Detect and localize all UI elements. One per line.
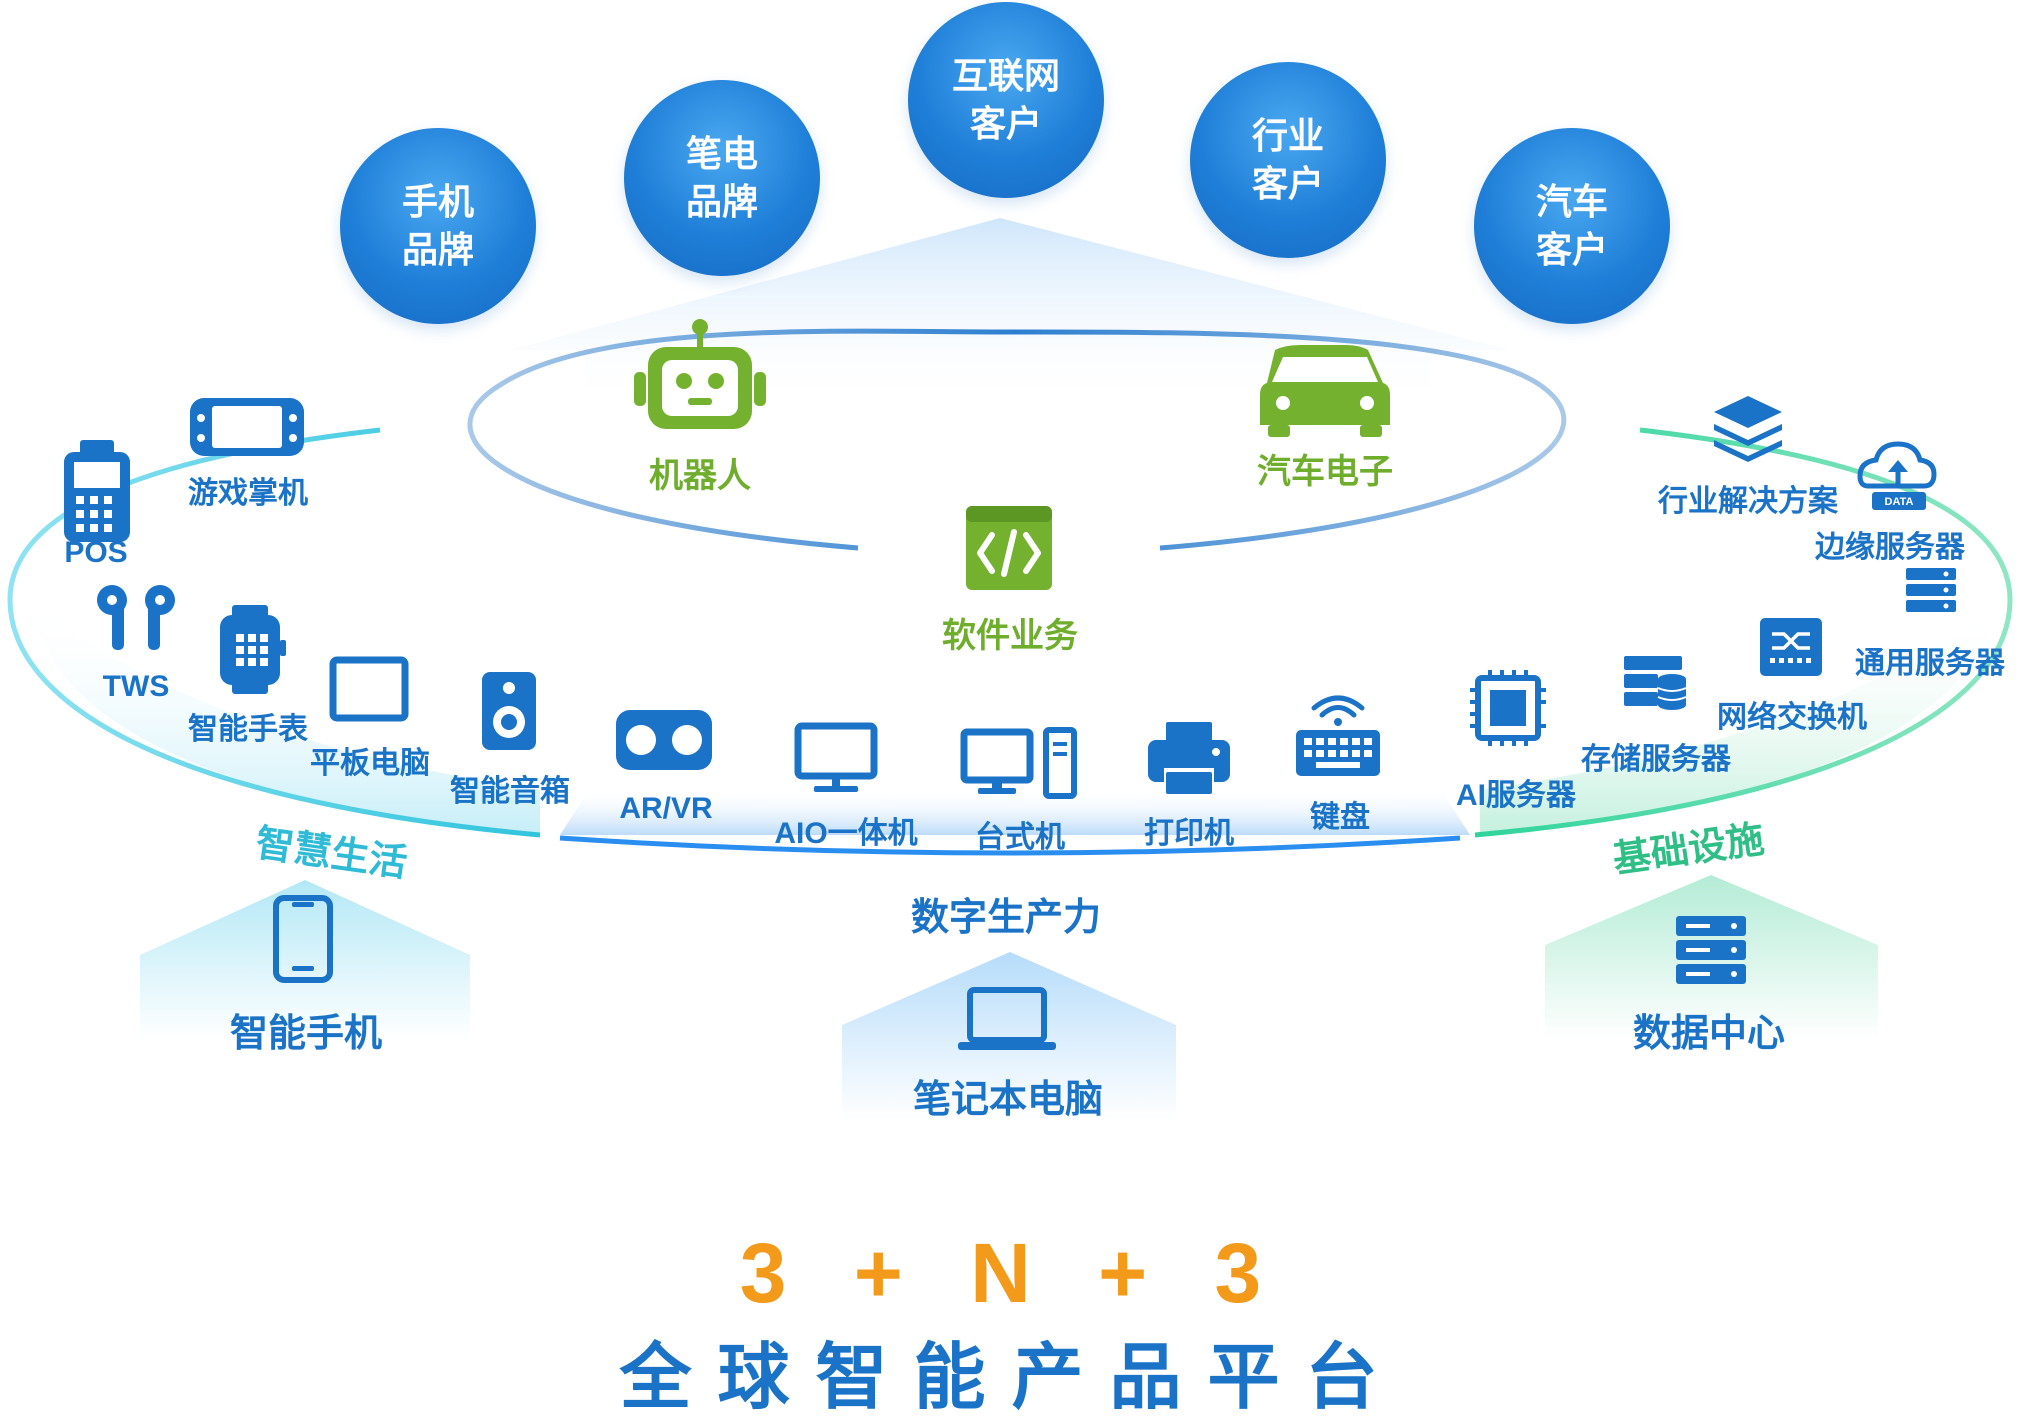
smart-watch-icon bbox=[220, 605, 286, 694]
customer-label: 行业 客户 bbox=[1251, 115, 1324, 204]
ai-chip-icon bbox=[1470, 670, 1546, 746]
customer-circle-laptop-brands: 笔电 品牌 bbox=[624, 80, 820, 276]
earbuds-icon bbox=[97, 585, 175, 650]
desktop-label: 台式机 bbox=[975, 821, 1065, 854]
robot-label: 机器人 bbox=[649, 457, 751, 495]
house-smart-life bbox=[140, 880, 470, 1040]
edge-server-label: 边缘服务器 bbox=[1815, 531, 1965, 564]
server-rack-icon bbox=[1906, 568, 1956, 612]
productivity-title: 数字生产力 bbox=[910, 897, 1102, 939]
tws-label: TWS bbox=[102, 670, 170, 703]
game-console-icon bbox=[190, 398, 304, 456]
general-server-label: 通用服务器 bbox=[1855, 647, 2005, 680]
printer-label: 打印机 bbox=[1144, 817, 1234, 850]
formula-title: 3 + N + 3 bbox=[739, 1226, 1284, 1320]
solutions-label: 行业解决方案 bbox=[1658, 485, 1838, 518]
customer-label: 手机 品牌 bbox=[401, 181, 474, 270]
cloud-data-icon bbox=[1857, 441, 1937, 510]
customer-circle-internet: 互联网 客户 bbox=[908, 2, 1104, 198]
customer-circle-industry: 行业 客户 bbox=[1190, 62, 1386, 258]
laptop-label: 笔记本电脑 bbox=[912, 1079, 1104, 1121]
pos-terminal-icon bbox=[64, 440, 130, 542]
datacenter-label: 数据中心 bbox=[1632, 1013, 1786, 1055]
customer-label: 笔电 品牌 bbox=[685, 133, 758, 222]
customer-label: 汽车 客户 bbox=[1535, 181, 1608, 270]
tablet-label: 平板电脑 bbox=[310, 747, 430, 780]
game-console-label: 游戏掌机 bbox=[188, 477, 308, 510]
platform-title: 全球智能产品平台 bbox=[619, 1338, 1404, 1418]
desktop-computer-icon bbox=[960, 727, 1077, 799]
aio-label: AIO一体机 bbox=[774, 817, 918, 850]
customer-label: 互联网 客户 bbox=[951, 55, 1060, 144]
storage-server-label: 存储服务器 bbox=[1581, 743, 1731, 776]
network-switch-label: 网络交换机 bbox=[1717, 701, 1867, 734]
smart-watch-label: 智能手表 bbox=[188, 713, 308, 746]
storage-server-icon bbox=[1624, 656, 1687, 710]
auto-electronics-label: 汽车电子 bbox=[1257, 453, 1393, 491]
car-icon bbox=[1260, 345, 1390, 437]
vr-headset-icon bbox=[616, 710, 712, 770]
pos-label: POS bbox=[64, 536, 128, 569]
smartphone-label: 智能手机 bbox=[229, 1013, 383, 1055]
software-label: 软件业务 bbox=[942, 617, 1078, 655]
laptop-icon bbox=[958, 987, 1056, 1050]
tablet-icon bbox=[329, 656, 409, 722]
keyboard-icon bbox=[1296, 695, 1380, 776]
smart-life-band bbox=[30, 600, 540, 835]
printer-icon bbox=[1148, 722, 1230, 794]
upward-arrow bbox=[510, 218, 1510, 395]
vr-label: AR/VR bbox=[619, 792, 713, 825]
infrastructure-band bbox=[1480, 600, 2000, 835]
robot-icon bbox=[634, 319, 766, 429]
aio-monitor-icon bbox=[794, 722, 878, 792]
customer-circle-phone-brands: 手机 品牌 bbox=[340, 128, 536, 324]
smartphone-icon bbox=[273, 895, 333, 983]
inner-ring bbox=[467, 328, 1567, 551]
data-badge: DATA bbox=[1885, 496, 1914, 508]
network-switch-icon bbox=[1760, 618, 1822, 676]
speaker-icon bbox=[482, 672, 536, 750]
productivity-band bbox=[560, 788, 1470, 835]
keyboard-label: 键盘 bbox=[1310, 801, 1370, 834]
ai-server-label: AI服务器 bbox=[1456, 779, 1576, 812]
outer-ring-bottom bbox=[559, 835, 1461, 856]
code-window-icon bbox=[966, 506, 1052, 590]
layers-icon bbox=[1714, 396, 1782, 462]
customer-circle-automotive: 汽车 客户 bbox=[1474, 128, 1670, 324]
datacenter-server-icon bbox=[1676, 916, 1746, 984]
speaker-label: 智能音箱 bbox=[450, 775, 570, 808]
house-productivity bbox=[842, 952, 1176, 1120]
outer-ring-left bbox=[7, 427, 541, 838]
